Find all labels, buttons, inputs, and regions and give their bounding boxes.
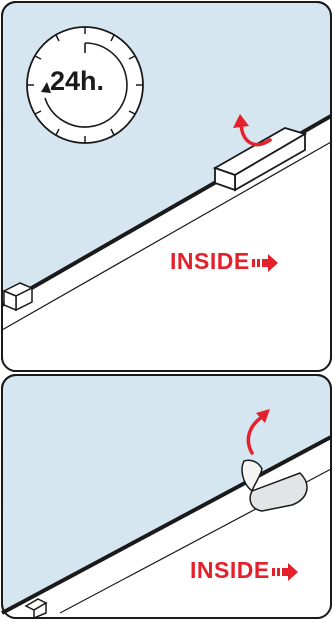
panel-illustration (1, 374, 332, 620)
inside-arrow-icon (251, 253, 278, 272)
inside-arrow-icon (271, 562, 298, 581)
panel-peel-tape: INSIDE (0, 373, 333, 620)
peeling-tape-icon (241, 459, 308, 512)
timer-label: 24h. (50, 66, 105, 96)
inside-label-text: INSIDE (190, 557, 270, 583)
panel-wait-24h: 24h. INSIDE (1, 1, 332, 372)
inside-label-text: INSIDE (170, 248, 250, 274)
curved-arrow-icon (246, 409, 270, 455)
block-icon (212, 127, 308, 192)
clock-icon (26, 26, 144, 144)
small-block-icon (2, 282, 34, 312)
inside-label: INSIDE (170, 248, 278, 275)
small-block-icon (24, 598, 48, 620)
panel-illustration (1, 1, 332, 372)
inside-label: INSIDE (190, 557, 298, 584)
curved-arrow-icon (233, 114, 272, 147)
